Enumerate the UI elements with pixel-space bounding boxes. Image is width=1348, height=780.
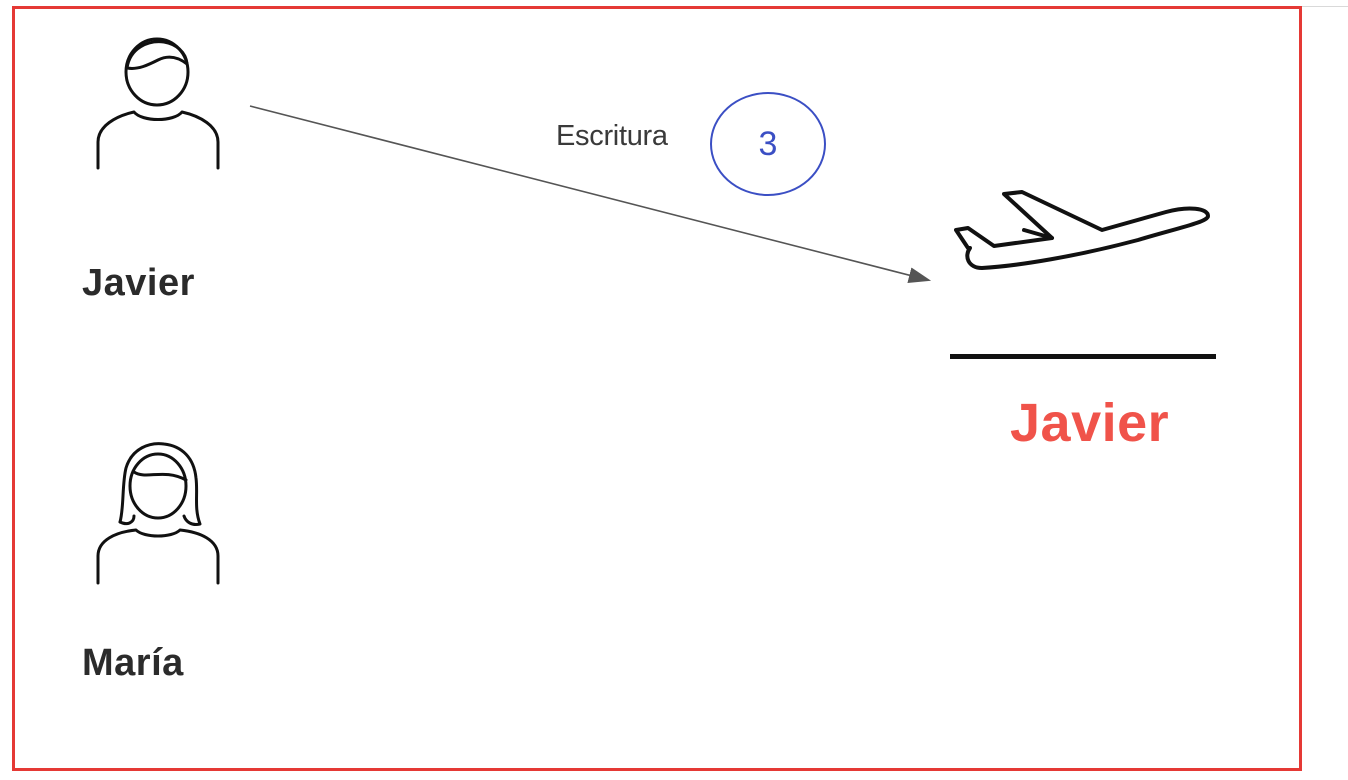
person-name-maria: María [82, 642, 184, 684]
woman-user-icon [96, 442, 220, 585]
airplane-icon [954, 190, 1210, 270]
step-number-badge: 3 [710, 92, 826, 196]
destination-underline [950, 354, 1216, 359]
destination-name: Javier [1010, 393, 1170, 453]
flow-label: Escritura [556, 120, 668, 152]
person-name-javier: Javier [82, 262, 195, 304]
step-number: 3 [758, 124, 778, 163]
man-user-icon [96, 37, 220, 170]
diagram-frame [12, 6, 1302, 771]
top-divider [1300, 6, 1348, 7]
